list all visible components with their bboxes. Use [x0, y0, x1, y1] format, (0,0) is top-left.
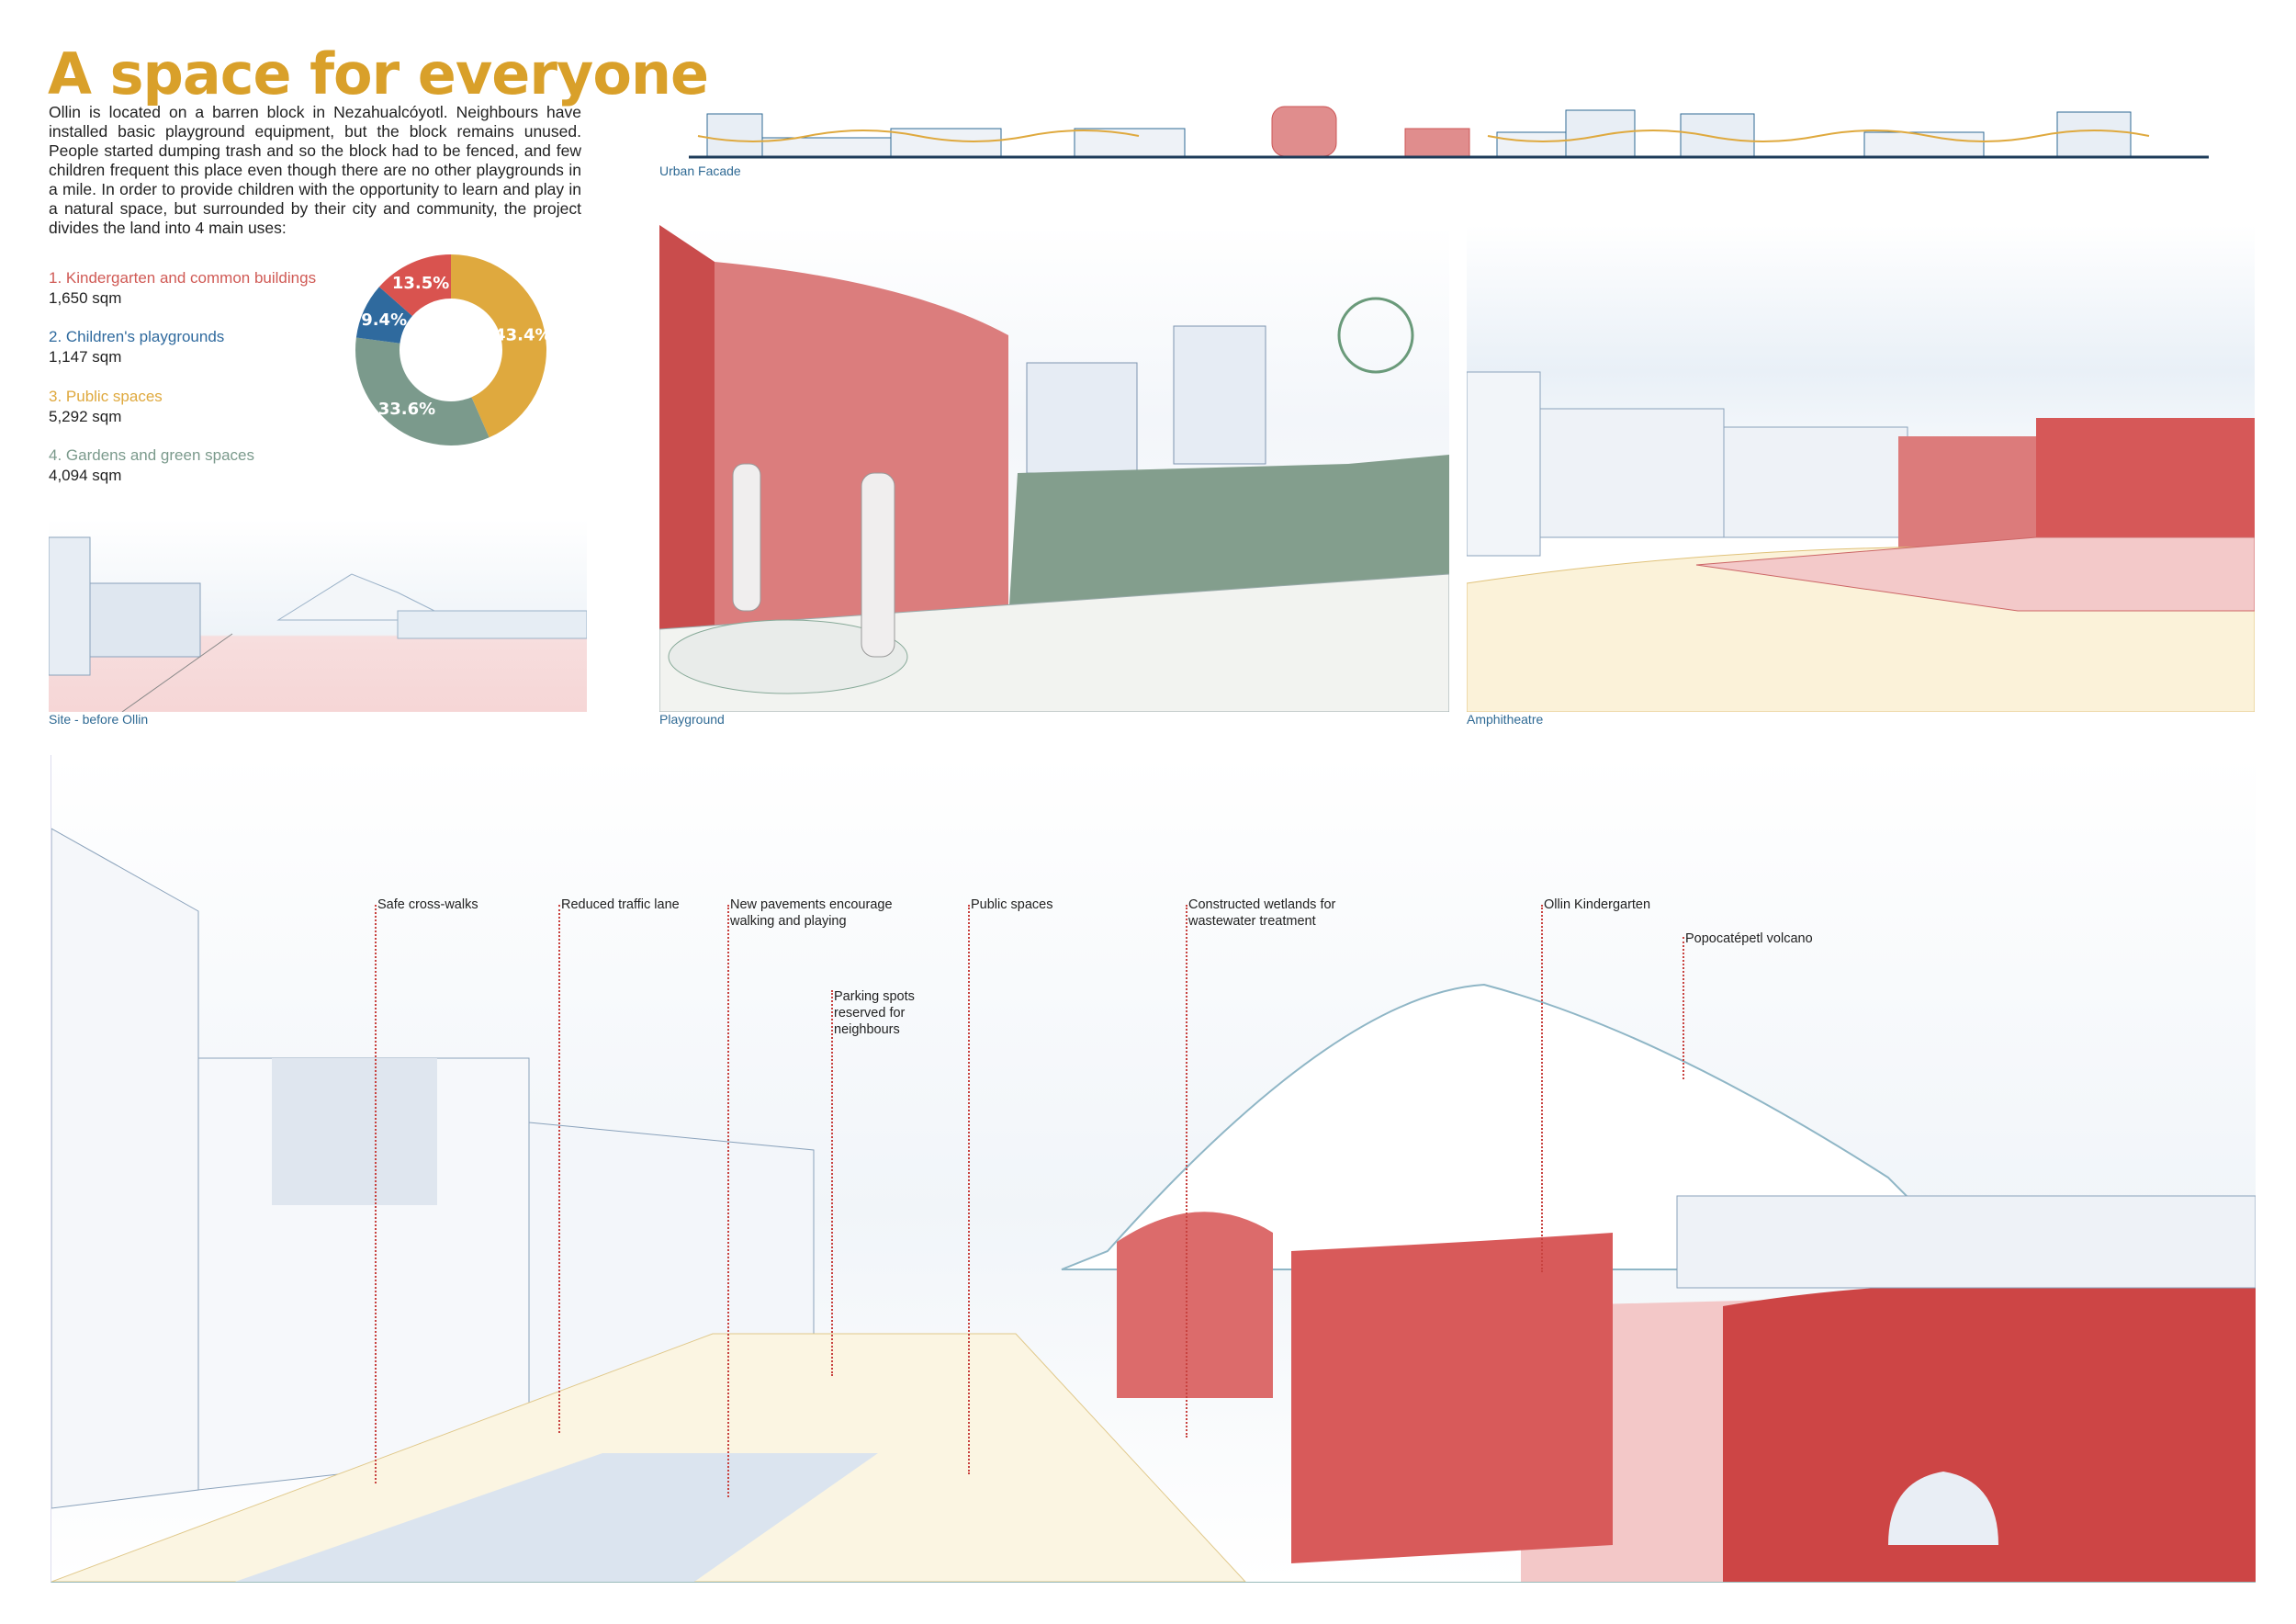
- legend-item-public-spaces: 3. Public spaces 5,292 sqm: [49, 387, 163, 427]
- page-title: A space for everyone: [48, 40, 709, 107]
- legend-label: 2. Children's playgrounds: [49, 328, 225, 345]
- legend-value: 1,650 sqm: [49, 289, 122, 307]
- legend-value: 4,094 sqm: [49, 467, 122, 484]
- donut-label: 13.5%: [392, 274, 449, 293]
- annotation-leader-line: [1186, 905, 1187, 1438]
- annotation-leader-line: [727, 905, 729, 1497]
- donut-slice-2: [355, 287, 412, 344]
- street-perspective-illustration: [51, 755, 2256, 1583]
- annotation-leader-line: [1541, 905, 1543, 1272]
- donut-label: 33.6%: [378, 400, 435, 419]
- annotation-leader-line: [375, 905, 377, 1483]
- legend-label: 3. Public spaces: [49, 388, 163, 405]
- annotation-reduced-traffic-lane: Reduced traffic lane: [561, 897, 680, 912]
- annotation-leader-line: [968, 905, 970, 1474]
- annotation-parking-spots: Parking spots reserved for neighbours: [834, 989, 915, 1037]
- amphitheatre-illustration: [1467, 225, 2255, 712]
- annotation-public-spaces: Public spaces: [971, 897, 1053, 912]
- annotation-new-pavements: New pavements encourage walking and play…: [730, 897, 893, 929]
- legend-item-kindergarten: 1. Kindergarten and common buildings 1,6…: [49, 268, 316, 309]
- legend-item-playgrounds: 2. Children's playgrounds 1,147 sqm: [49, 327, 224, 367]
- facade-caption: Urban Facade: [659, 164, 741, 178]
- site-before-image: [49, 519, 587, 712]
- annotation-ollin-kindergarten: Ollin Kindergarten: [1544, 897, 1651, 912]
- intro-paragraph: Ollin is located on a barren block in Ne…: [49, 103, 581, 237]
- donut-slice-3: [451, 254, 546, 438]
- playground-caption: Playground: [659, 712, 725, 727]
- land-use-donut-chart: 43.4% 33.6% 9.4% 13.5%: [355, 254, 552, 445]
- site-caption: Site - before Ollin: [49, 712, 149, 727]
- annotation-leader-line: [1683, 937, 1684, 1079]
- donut-slice-1: [378, 254, 451, 317]
- donut-label: 43.4%: [494, 326, 551, 345]
- annotation-leader-line: [831, 990, 833, 1376]
- legend-value: 5,292 sqm: [49, 408, 122, 425]
- annotation-popocatepetl-volcano: Popocatépetl volcano: [1685, 931, 1813, 946]
- amphitheatre-caption: Amphitheatre: [1467, 712, 1544, 727]
- urban-facade-drawing: [680, 101, 2213, 162]
- playground-illustration: [659, 225, 1449, 712]
- donut-label: 9.4%: [361, 310, 407, 330]
- legend-label: 1. Kindergarten and common buildings: [49, 269, 317, 287]
- annotation-constructed-wetlands: Constructed wetlands for wastewater trea…: [1188, 897, 1336, 929]
- donut-slice-4: [355, 337, 490, 445]
- legend-value: 1,147 sqm: [49, 348, 122, 366]
- legend-item-gardens: 4. Gardens and green spaces 4,094 sqm: [49, 445, 254, 486]
- legend-label: 4. Gardens and green spaces: [49, 446, 254, 464]
- annotation-leader-line: [558, 905, 560, 1433]
- annotation-safe-crosswalks: Safe cross-walks: [377, 897, 478, 912]
